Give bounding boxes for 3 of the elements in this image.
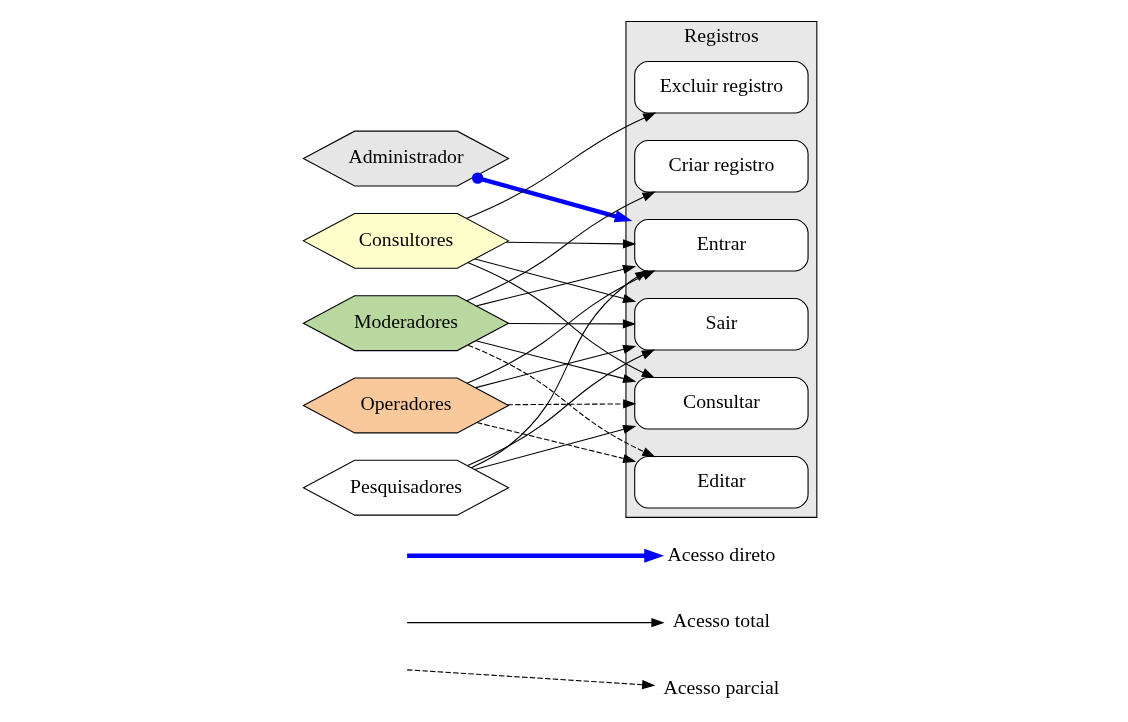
legend-label: Acesso direto xyxy=(666,542,775,565)
legend-label: Acesso parcial xyxy=(663,676,779,699)
legend-label: Acesso total xyxy=(672,609,770,632)
